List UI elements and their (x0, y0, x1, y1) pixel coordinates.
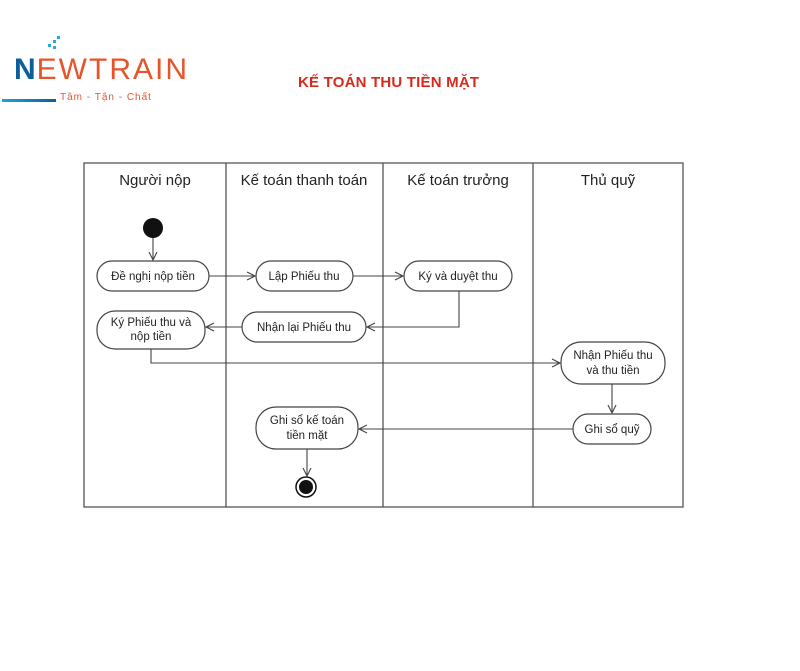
activity-receive-and-collect-line1: Nhận Phiếu thu (573, 350, 652, 362)
activity-request-payment-label: Đề nghị nộp tiền (111, 271, 195, 283)
activity-receive-receipt-back-label: Nhận lại Phiếu thu (257, 322, 351, 334)
page-title: KẾ TOÁN THU TIỀN MẶT (298, 74, 480, 91)
end-node-core (299, 480, 313, 494)
activity-record-ledger-line1: Ghi sổ kế toán (270, 415, 344, 427)
activity-sign-and-pay-line2: nộp tiền (131, 331, 172, 343)
lane-title-payer: Người nộp (119, 172, 191, 189)
activity-sign-approve (403, 260, 513, 292)
activity-sign-approve-label: Ký và duyệt thu (418, 271, 497, 283)
lane-title-payment-accountant: Kế toán thanh toán (241, 172, 368, 189)
logo-tagline: Tâm - Tận - Chất (60, 92, 152, 103)
activity-create-receipt-label: Lập Phiếu thu (269, 271, 340, 283)
newtrain-logo: NEWTRAIN Tâm - Tận - Chất (14, 40, 204, 104)
activity-record-cash-book-label: Ghi sổ quỹ (585, 424, 640, 436)
logo-underline (2, 99, 56, 102)
lane-title-cashier: Thủ quỹ (581, 172, 636, 189)
activity-record-ledger (255, 406, 359, 450)
activity-sign-and-pay-line1: Ký Phiếu thu và (111, 317, 192, 329)
activity-receive-and-collect (560, 341, 666, 385)
activity-receive-and-collect-line2: và thu tiền (586, 365, 639, 377)
start-node (143, 218, 163, 238)
flow-arrow (150, 349, 560, 363)
lane-title-chief-accountant: Kế toán trưởng (407, 172, 509, 189)
logo-wordmark: EWTRAIN (36, 53, 189, 86)
activity-record-ledger-line2: tiền mặt (287, 430, 329, 442)
flow-arrow (367, 291, 460, 327)
logo-letter-n: N (14, 53, 37, 86)
